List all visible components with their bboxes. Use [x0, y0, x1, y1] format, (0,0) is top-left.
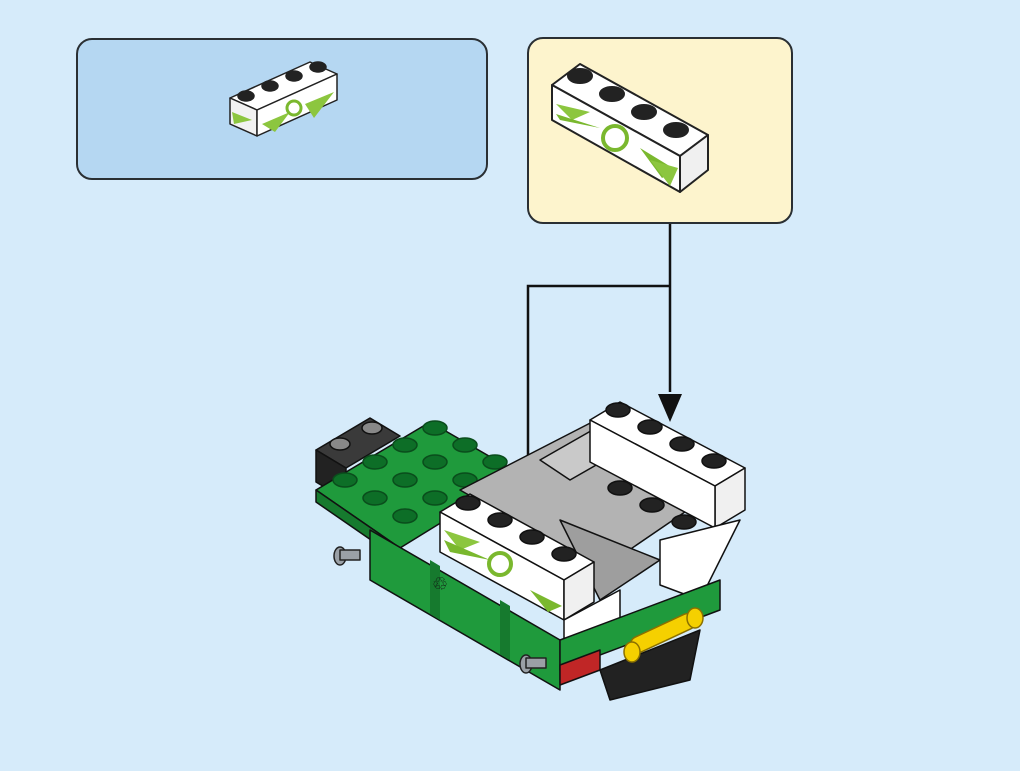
callout-brick-1x4-recycle [552, 64, 708, 192]
arrow-head-right [658, 394, 682, 422]
parts-brick-1x4-recycle [230, 62, 337, 136]
model-assembly: ♲ [316, 402, 745, 700]
svg-text:♲: ♲ [432, 574, 448, 595]
